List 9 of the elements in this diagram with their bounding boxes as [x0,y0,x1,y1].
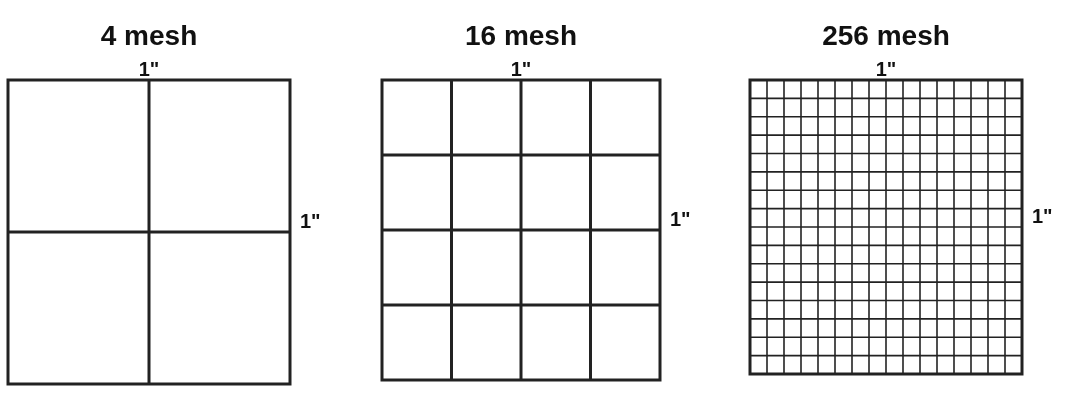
grid-title: 16 mesh [464,20,578,52]
grid-title: 256 mesh [822,20,950,52]
dimension-label: 1" [138,58,160,81]
grid-title: 4 mesh [100,20,198,52]
dimension-label: 1" [1032,204,1053,228]
dimension-label: 1" [510,58,532,81]
dimension-label: 1" [670,207,691,231]
dimension-label: 1" [300,209,321,233]
dimension-label: 1" [875,58,897,81]
